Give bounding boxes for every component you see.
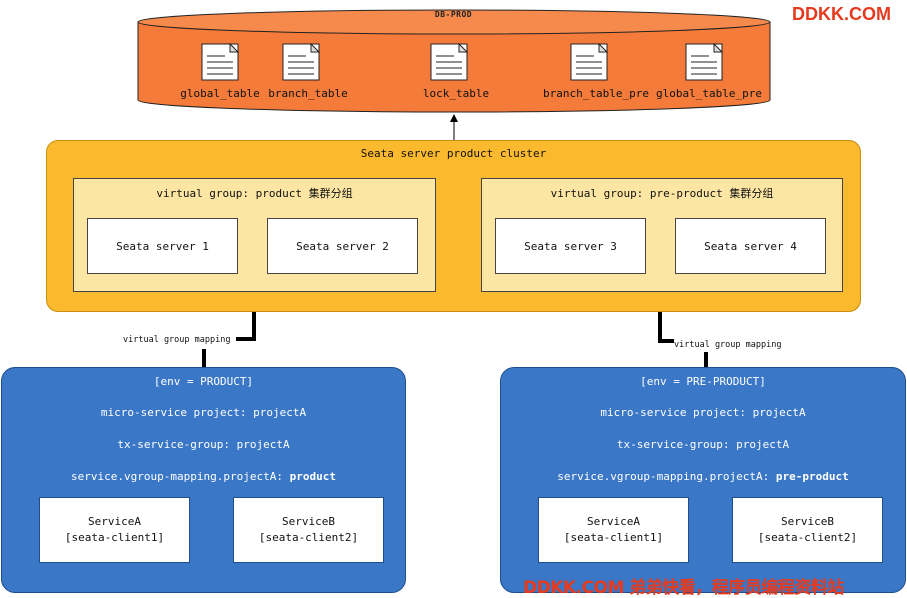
seata-server-3: Seata server 3 [495, 218, 646, 274]
service-name: ServiceA [587, 515, 640, 528]
env-label: [env = PRODUCT] [153, 375, 254, 388]
table-branch-pre: branch_table_pre [543, 42, 649, 102]
watermark-bottom: DDKK.COM 弟弟快看，程序员编程资料站 [523, 578, 844, 598]
seata-server-cluster: Seata server product cluster virtual gro… [46, 140, 861, 312]
table-branch: branch_table [268, 42, 348, 102]
table-global-pre: global_table_pre [656, 42, 762, 102]
service-name: ServiceB [282, 515, 335, 528]
table-label: branch_table_pre [543, 87, 649, 100]
service-client: [seata-client2] [258, 531, 359, 544]
seata-server-4: Seata server 4 [675, 218, 826, 274]
service-client: [seata-client2] [757, 531, 858, 544]
project-label: micro-service project: projectA [100, 406, 307, 419]
service-name: ServiceA [88, 515, 141, 528]
document-icon [282, 42, 321, 81]
seata-server-2: Seata server 2 [267, 218, 418, 274]
vgroup-mapping-value: pre-product [775, 470, 849, 483]
document-icon [685, 42, 724, 81]
service-client: [seata-client1] [64, 531, 165, 544]
document-icon [430, 42, 469, 81]
document-icon [570, 42, 609, 81]
cluster-title: Seata server product cluster [360, 147, 547, 160]
env-label: [env = PRE-PRODUCT] [640, 375, 766, 388]
vgroup-mapping-line: service.vgroup-mapping.projectA: pre-pro… [501, 470, 905, 483]
client-service-b: ServiceB [seata-client2] [233, 497, 384, 563]
vgroup-mapping-value: product [289, 470, 336, 483]
vgroup-mapping-line: service.vgroup-mapping.projectA: product [2, 470, 405, 483]
client-service-a: ServiceA [seata-client1] [39, 497, 190, 563]
watermark-top: DDKK.COM [792, 4, 891, 24]
env-product: [env = PRODUCT] micro-service project: p… [1, 367, 406, 593]
project-label: micro-service project: projectA [600, 406, 806, 419]
seata-server-1: Seata server 1 [87, 218, 238, 274]
env-pre-product: [env = PRE-PRODUCT] micro-service projec… [500, 367, 906, 593]
virtual-group-title: virtual group: product 集群分组 [156, 187, 353, 200]
mapping-label-right: virtual group mapping [674, 340, 782, 350]
table-label: lock_table [422, 87, 490, 100]
table-label: branch_table [268, 87, 348, 100]
client-service-a: ServiceA [seata-client1] [538, 497, 689, 563]
service-name: ServiceB [781, 515, 834, 528]
table-label: global_table [180, 87, 260, 100]
virtual-group-product: virtual group: product 集群分组 Seata server… [73, 178, 436, 292]
mapping-label-left: virtual group mapping [123, 335, 231, 345]
tx-group-label: tx-service-group: projectA [616, 438, 790, 451]
document-icon [201, 42, 240, 81]
tx-group-label: tx-service-group: projectA [117, 438, 290, 451]
virtual-group-pre-product: virtual group: pre-product 集群分组 Seata se… [481, 178, 843, 292]
vgroup-mapping-key: service.vgroup-mapping.projectA: [71, 470, 283, 483]
client-service-b: ServiceB [seata-client2] [732, 497, 883, 563]
table-lock: lock_table [416, 42, 496, 102]
table-global: global_table [180, 42, 260, 102]
vgroup-mapping-key: service.vgroup-mapping.projectA: [557, 470, 770, 483]
table-label: global_table_pre [656, 87, 762, 100]
virtual-group-title: virtual group: pre-product 集群分组 [550, 187, 774, 200]
database-title: DB-PROD [434, 10, 473, 19]
service-client: [seata-client1] [563, 531, 664, 544]
